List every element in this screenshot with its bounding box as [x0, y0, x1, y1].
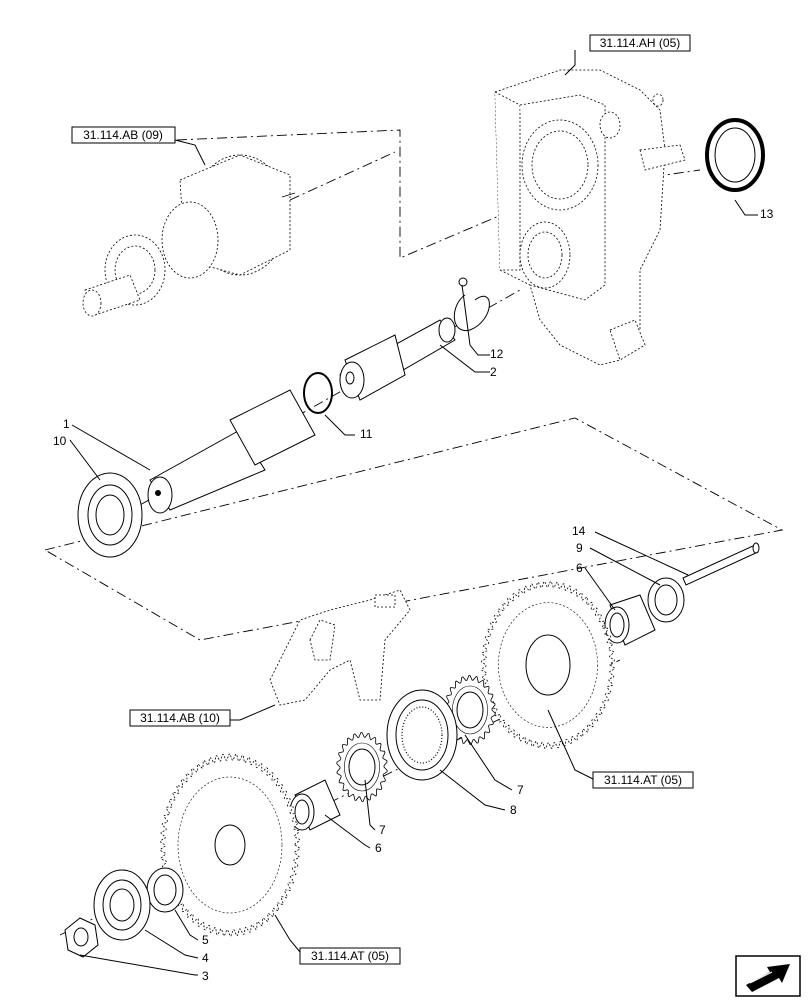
callout-9: 9 [576, 541, 583, 555]
part-7-gear-upper [444, 675, 496, 745]
reference-ab09[interactable]: 31.114.AB (09) [71, 126, 176, 144]
gear-bore [348, 748, 376, 786]
exploded-view-arrow-icon[interactable] [735, 955, 801, 997]
shaft-assembly-ab09 [82, 154, 296, 317]
callout-6-upper: 6 [576, 561, 583, 575]
part-2-shaft [339, 317, 456, 401]
gear-bore [214, 824, 246, 866]
gear-upper-right [481, 581, 615, 749]
reference-ah[interactable]: 31.114.AH (05) [589, 34, 691, 52]
part-14-pin [682, 542, 760, 586]
callout-7-upper: 7 [517, 783, 524, 797]
part-3-nut [64, 917, 99, 958]
leader-lines [69, 50, 758, 976]
callout-2: 2 [490, 365, 497, 379]
callout-5: 5 [202, 933, 209, 947]
callout-10: 10 [53, 434, 67, 448]
part-1-shaft [147, 389, 316, 514]
callout-1: 1 [63, 417, 70, 431]
callout-6-lower: 6 [375, 841, 382, 855]
svg-text:31.114.AT (05): 31.114.AT (05) [311, 949, 389, 963]
part-11-o-ring [303, 372, 333, 414]
part-7-gear-lower [336, 732, 388, 802]
gearbox-housing [494, 69, 686, 366]
callout-12: 12 [490, 347, 504, 361]
svg-text:31.114.AB (10): 31.114.AB (10) [140, 711, 220, 725]
callout-11: 11 [360, 427, 373, 441]
part-6-bushing-upper [604, 594, 656, 646]
part-6-bushing-lower [289, 779, 341, 831]
callout-14: 14 [572, 524, 586, 538]
gear-bore [456, 691, 484, 729]
part-4-bearing [93, 869, 151, 941]
reference-at-bottom[interactable]: 31.114.AT (05) [299, 947, 401, 965]
part-10-bearing [77, 472, 143, 558]
svg-text:31.114.AT (05): 31.114.AT (05) [604, 773, 682, 787]
shift-fork-ab10 [269, 589, 411, 706]
callout-3: 3 [202, 969, 209, 983]
part-13-seal [705, 118, 765, 192]
part-12-circlip [453, 277, 490, 331]
reference-at-right[interactable]: 31.114.AT (05) [592, 771, 694, 789]
svg-text:31.114.AB (09): 31.114.AB (09) [83, 128, 163, 142]
svg-text:31.114.AH (05): 31.114.AH (05) [600, 36, 681, 50]
gear-web [452, 685, 488, 735]
gear-bore [525, 634, 571, 696]
callout-4: 4 [202, 951, 209, 965]
callout-7-lower: 7 [379, 823, 386, 837]
callout-8: 8 [510, 803, 517, 817]
reference-ab10[interactable]: 31.114.AB (10) [129, 709, 231, 727]
gear-web [344, 742, 380, 792]
part-9-washer [647, 577, 685, 623]
callout-13: 13 [760, 207, 774, 221]
gear-lower-left [160, 753, 300, 937]
callout-numbers: 1 10 2 12 11 13 14 9 6 7 8 7 6 5 4 3 [53, 207, 774, 983]
part-8-synchro [386, 689, 458, 781]
part-5-washer [146, 867, 184, 913]
gear-web [498, 602, 598, 728]
gear-web [177, 776, 283, 914]
